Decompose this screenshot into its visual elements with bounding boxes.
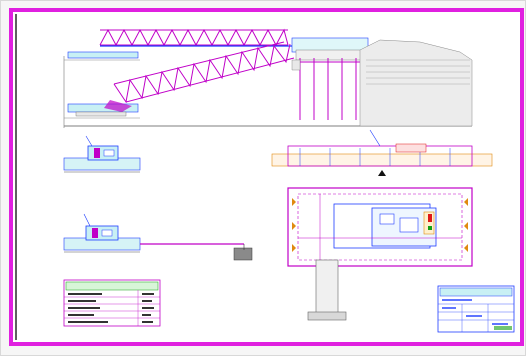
title-block	[437, 285, 515, 333]
section-detail-a	[63, 135, 141, 173]
column-footing	[307, 311, 347, 321]
legend-table	[63, 279, 161, 327]
equipment-building	[291, 37, 473, 127]
discharge-hopper	[233, 247, 253, 261]
elevation-view	[63, 28, 473, 128]
foundation-plan	[287, 187, 473, 321]
inclined-truss	[113, 41, 295, 104]
upper-abutment	[67, 51, 139, 59]
support-column	[315, 259, 339, 315]
plan-strip	[271, 129, 493, 176]
section-detail-b	[63, 213, 253, 261]
upper-truss	[99, 28, 289, 47]
